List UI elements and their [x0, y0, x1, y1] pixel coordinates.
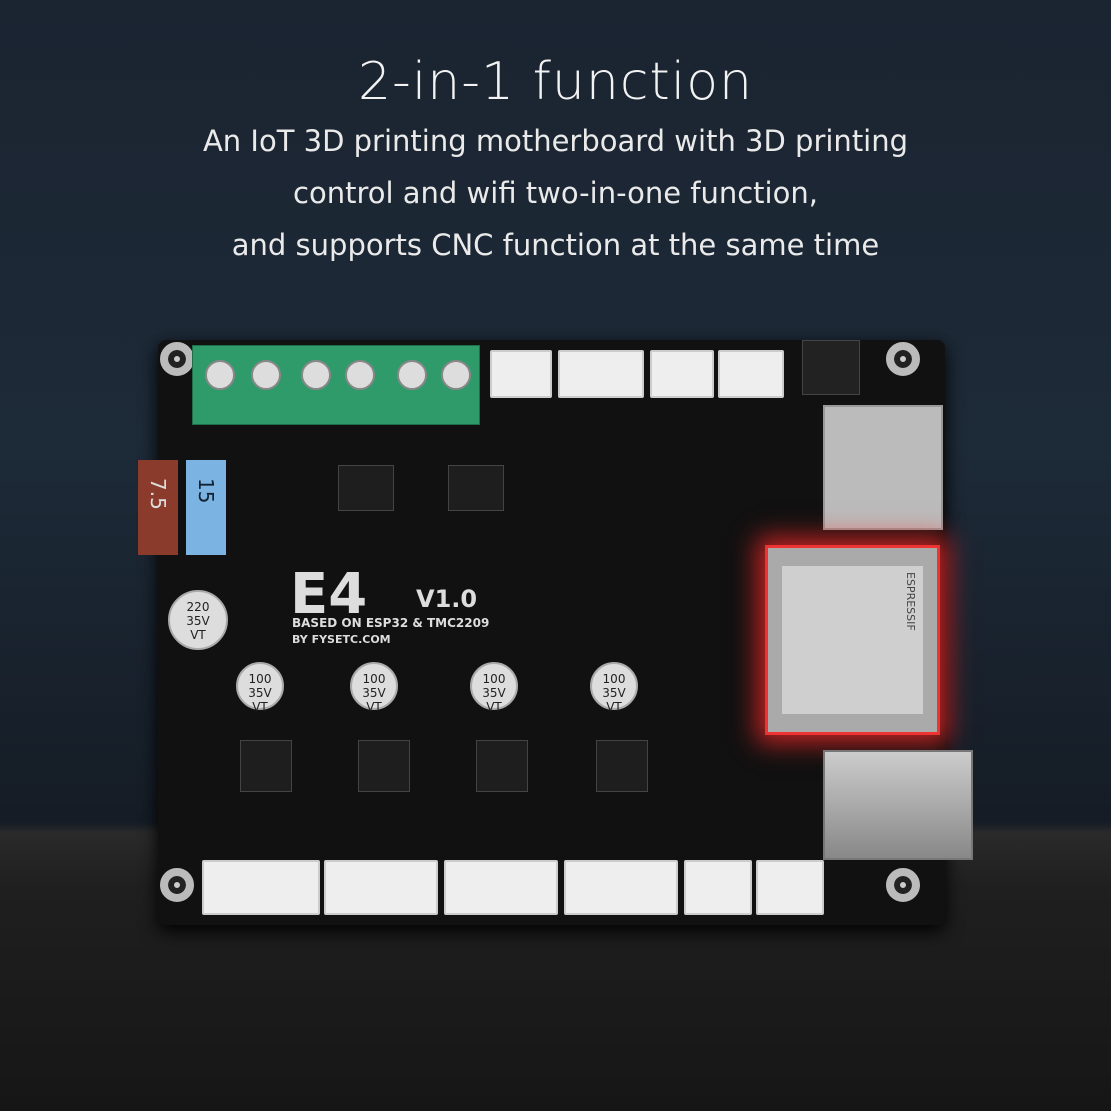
motherboard-photo: 7.5 15 220 35V VT E4 V1.0 BASED ON ESP32… [138, 340, 973, 925]
mount-hole [886, 342, 920, 376]
z-min-connector [558, 350, 644, 398]
screw-terminal-block [192, 345, 480, 425]
capacitor: 100 35V VT [236, 662, 284, 714]
fan-connector [490, 350, 552, 398]
esp32-module: ESPRESSIF [765, 545, 940, 735]
x-min-connector [718, 350, 784, 398]
driver-chip [596, 740, 648, 792]
board-by: BY FYSETC.COM [292, 633, 391, 646]
mount-hole [160, 342, 194, 376]
motor-e-connector [564, 860, 678, 915]
fuse-15: 15 [186, 460, 226, 555]
driver-chip [240, 740, 292, 792]
thermistor-connector [756, 860, 824, 915]
motor-x-connector [202, 860, 320, 915]
sd-card-slot [823, 405, 943, 530]
mount-hole [160, 868, 194, 902]
headline-line-1: An IoT 3D printing motherboard with 3D p… [202, 124, 909, 158]
headline-line-2: control and wifi two-in-one function, [293, 176, 818, 210]
fuse-label: 7.5 [146, 478, 170, 510]
usb-port [823, 750, 973, 860]
module-label: ESPRESSIF [904, 572, 917, 631]
mosfet-chip [338, 465, 394, 511]
capacitor: 100 35V VT [470, 662, 518, 714]
driver-chip [358, 740, 410, 792]
mosfet-chip [448, 465, 504, 511]
board-model: E4 [290, 562, 368, 627]
driver-chip [476, 740, 528, 792]
big-capacitor: 220 35V VT [168, 590, 228, 650]
y-min-connector [650, 350, 714, 398]
headline-line-3: and supports CNC function at the same ti… [231, 228, 880, 262]
capacitor: 100 35V VT [590, 662, 638, 714]
thermistor-connector [684, 860, 752, 915]
headline-title: 2-in-1 function [357, 52, 754, 112]
capacitor: 100 35V VT [350, 662, 398, 714]
fuse-label: 15 [194, 478, 218, 504]
reset-button [802, 340, 860, 395]
board-based-on: BASED ON ESP32 & TMC2209 [292, 616, 490, 630]
mount-hole [886, 868, 920, 902]
motor-z-connector [444, 860, 558, 915]
motor-y-connector [324, 860, 438, 915]
fuse-7-5: 7.5 [138, 460, 178, 555]
board-version: V1.0 [416, 585, 478, 613]
